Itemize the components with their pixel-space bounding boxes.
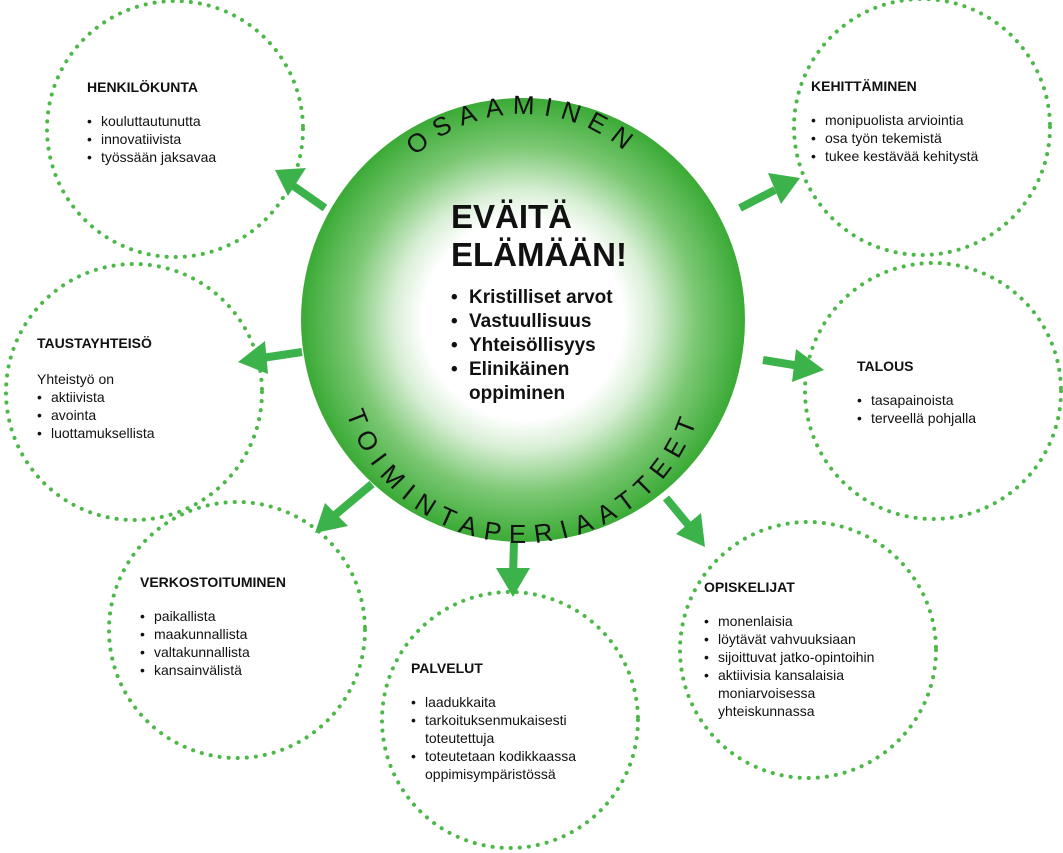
arrowhead-kehittaminen — [768, 173, 800, 204]
list-item: avointa — [37, 406, 227, 424]
arrowhead-opiskelijat — [676, 513, 705, 547]
list-item: luottamuksellista — [37, 424, 227, 442]
satellite-circle-taustayhteiso — [4, 262, 264, 522]
satellite-list: paikallista maakunnallista valtakunnalli… — [140, 607, 340, 679]
list-item: monipuolista arviointia — [811, 111, 1011, 129]
satellite-circle-kehittaminen — [792, 0, 1052, 257]
satellite-palvelut: PALVELUT laadukkaita tarkoituksenmukaise… — [411, 659, 631, 783]
list-item: valtakunnallista — [140, 643, 340, 661]
list-item: maakunnallista — [140, 625, 340, 643]
list-item: toteutetaan kodikkaassa oppimisympäristö… — [411, 747, 635, 783]
arrowhead-verkostoituminen — [315, 503, 348, 533]
center-title-line1: EVÄITÄ — [451, 198, 573, 235]
list-item: aktiivista — [37, 388, 227, 406]
list-item: löytävät vahvuuksiaan — [704, 630, 934, 648]
arrowhead-taustayhteiso — [238, 341, 268, 374]
satellite-list: aktiivista avointa luottamuksellista — [37, 388, 227, 442]
satellite-intro: Yhteistyö on — [37, 371, 115, 387]
satellite-list: monenlaisia löytävät vahvuuksiaan sijoit… — [704, 612, 934, 720]
list-item: sijoittuvat jatko-opintoihin — [704, 648, 934, 666]
arrow-henkilokunta — [289, 181, 328, 212]
satellite-henkilokunta: HENKILÖKUNTA kouluttautunutta innovatiiv… — [87, 78, 277, 166]
satellite-circle-talous — [803, 261, 1063, 521]
arrow-verkostoituminen — [332, 480, 375, 519]
satellite-circle-palvelut — [380, 590, 640, 850]
center-value-item: Elinikäinen oppiminen — [451, 358, 619, 406]
satellite-title: KEHITTÄMINEN — [811, 78, 917, 94]
list-item: kansainvälistä — [140, 661, 340, 679]
satellite-circle-opiskelijat — [678, 520, 938, 780]
satellite-title: VERKOSTOITUMINEN — [140, 574, 286, 590]
center-block: EVÄITÄ ELÄMÄÄN! Kristilliset arvot Vastu… — [451, 198, 671, 406]
satellite-circle-henkilokunta — [45, 0, 305, 259]
list-item: paikallista — [140, 607, 340, 625]
satellite-list: laadukkaita tarkoituksenmukaisesti toteu… — [411, 693, 631, 783]
satellite-list: monipuolista arviointia osa työn tekemis… — [811, 111, 1011, 165]
satellite-list: kouluttautunutta innovatiivista työssään… — [87, 112, 277, 166]
arrowhead-palvelut — [496, 568, 530, 597]
arrows — [238, 168, 824, 597]
arrow-kehittaminen — [738, 186, 777, 212]
list-item: tasapainoista — [857, 391, 1017, 409]
list-item: tukee kestävää kehitystä — [811, 147, 1011, 165]
list-item: osa työn tekemistä — [811, 129, 1011, 147]
satellite-circle-verkostoituminen — [107, 500, 367, 760]
arrowhead-henkilokunta — [275, 168, 306, 196]
list-item: kouluttautunutta — [87, 112, 277, 130]
arrowhead-talous — [792, 349, 824, 382]
list-item: työssään jaksavaa — [87, 148, 277, 166]
center-value-item: Kristilliset arvot — [451, 286, 671, 310]
arrow-talous — [762, 356, 801, 370]
satellite-opiskelijat: OPISKELIJAT monenlaisia löytävät vahvuuk… — [704, 578, 934, 720]
arrow-taustayhteiso — [261, 348, 303, 362]
list-item: aktiivisia kansalaisia moniarvoisessa yh… — [704, 666, 888, 720]
satellite-kehittaminen: KEHITTÄMINEN monipuolista arviointia osa… — [811, 77, 1011, 165]
satellite-title: PALVELUT — [411, 660, 483, 676]
list-item: monenlaisia — [704, 612, 934, 630]
arrow-opiskelijat — [662, 495, 694, 530]
list-item: laadukkaita — [411, 693, 631, 711]
satellite-title: OPISKELIJAT — [704, 579, 795, 595]
center-value-item: Vastuullisuus — [451, 310, 671, 334]
center-value-item: Yhteisöllisyys — [451, 334, 671, 358]
satellite-verkostoituminen: VERKOSTOITUMINEN paikallista maakunnalli… — [140, 573, 340, 679]
list-item: innovatiivista — [87, 130, 277, 148]
center-title-line2: ELÄMÄÄN! — [451, 236, 627, 273]
list-item: terveellä pohjalla — [857, 409, 1017, 427]
satellite-title: TALOUS — [857, 358, 914, 374]
satellite-title: HENKILÖKUNTA — [87, 79, 198, 95]
satellite-title: TAUSTAYHTEISÖ — [37, 335, 152, 351]
list-item: tarkoituksenmukaisesti toteutettuja — [411, 711, 615, 747]
satellite-list: tasapainoista terveellä pohjalla — [857, 391, 1017, 427]
satellite-talous: TALOUS tasapainoista terveellä pohjalla — [857, 357, 1017, 427]
center-values-list: Kristilliset arvot Vastuullisuus Yhteisö… — [451, 286, 671, 406]
satellite-taustayhteiso: TAUSTAYHTEISÖ Yhteistyö on aktiivista av… — [37, 334, 227, 442]
